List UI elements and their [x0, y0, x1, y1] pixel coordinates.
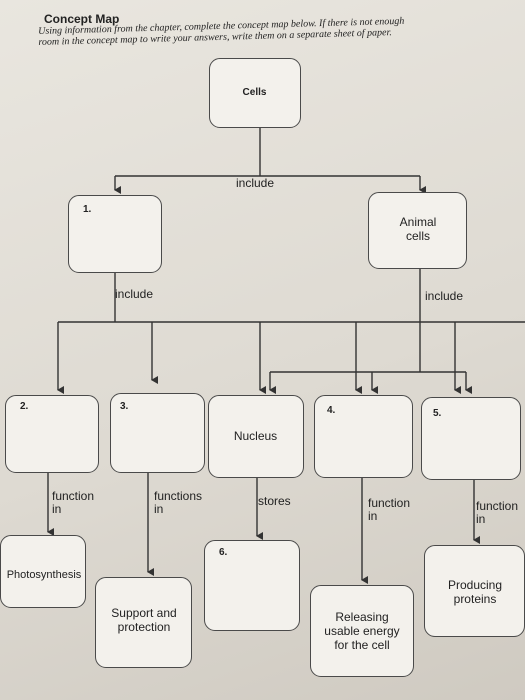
blank-4-number: 4. [327, 405, 336, 416]
cells-label: Cells [242, 87, 267, 98]
page-title: Concept Map [44, 12, 120, 26]
blank-3-node[interactable]: 3. [110, 393, 205, 473]
blank-1-number: 1. [83, 204, 92, 215]
blank-2-node[interactable]: 2. [5, 395, 99, 473]
support-protection-label: Support and protection [111, 606, 177, 634]
photosynthesis-label: Photosynthesis [6, 569, 82, 581]
blank-6-node[interactable]: 6. [204, 540, 300, 631]
blank-6-number: 6. [219, 547, 228, 558]
animal-cells-label: Animal cells [399, 215, 437, 243]
nucleus-node: Nucleus [208, 395, 304, 478]
animal-cells-node: Animal cells [368, 192, 467, 269]
right-include-label: include [425, 289, 464, 303]
blank-3-number: 3. [120, 401, 129, 412]
releasing-energy-label: Releasing usable energy for the cell [324, 610, 400, 652]
function-in-label-5: function in [476, 499, 519, 526]
releasing-energy-node: Releasing usable energy for the cell [310, 585, 414, 677]
cells-node: Cells [209, 58, 301, 128]
support-protection-node: Support and protection [95, 577, 192, 668]
blank-5-node[interactable]: 5. [421, 397, 521, 480]
blank-4-node[interactable]: 4. [314, 395, 413, 478]
function-in-label-4: function in [368, 496, 411, 523]
nucleus-label: Nucleus [233, 429, 278, 443]
functions-in-label-3: functions in [154, 489, 203, 516]
blank-2-number: 2. [20, 401, 29, 412]
cells-include-label: include [236, 176, 275, 190]
producing-proteins-node: Producing proteins [424, 545, 525, 637]
left-include-label: include [115, 287, 154, 301]
blank-1-node[interactable]: 1. [68, 195, 162, 273]
photosynthesis-node: Photosynthesis [0, 535, 86, 608]
producing-proteins-label: Producing proteins [447, 578, 503, 606]
blank-5-number: 5. [433, 408, 442, 419]
stores-label: stores [258, 494, 291, 508]
function-in-label-2: function in [52, 489, 95, 516]
